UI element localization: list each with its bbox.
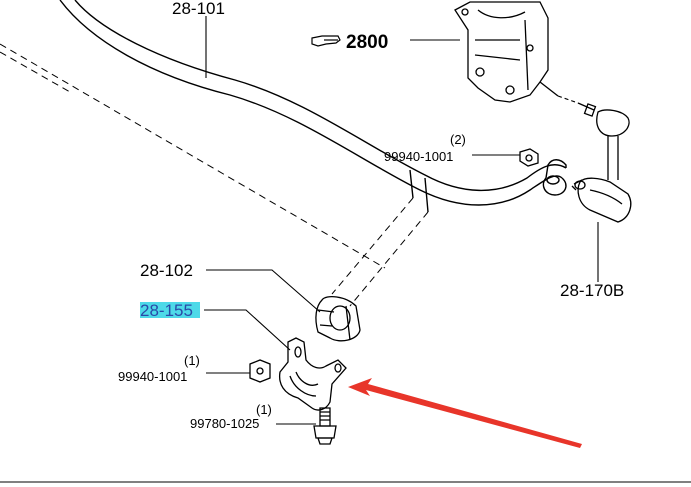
label-28-102: 28-102 [140, 261, 193, 280]
bushing-part [315, 295, 361, 342]
label-28-101: 28-101 [172, 0, 225, 18]
label-upper-nut-qty: (2) [450, 132, 466, 147]
dashed-guides [0, 43, 429, 307]
label-bolt: 99780-1025 [190, 416, 259, 431]
stabilizer-bar [59, 0, 567, 213]
bracket-part [278, 337, 347, 411]
label-lower-nut-qty: (1) [184, 353, 200, 368]
stabilizer-link [571, 102, 632, 223]
label-2800: 2800 [346, 32, 388, 53]
lower-nut [249, 359, 271, 383]
knuckle-part [454, 1, 559, 103]
leader-lines [204, 16, 599, 425]
red-arrow [348, 378, 582, 448]
label-28-170b: 28-170B [560, 281, 624, 300]
label-28-155: 28-155 [140, 301, 193, 320]
knuckle-link-dashed [557, 95, 579, 104]
bolt-part [313, 407, 337, 445]
upper-nut [519, 148, 539, 167]
label-upper-nut: 99940-1001 [384, 149, 453, 164]
label-bolt-qty: (1) [256, 402, 272, 417]
pointing-hand-icon [311, 35, 341, 47]
highlight-box [140, 302, 200, 318]
label-lower-nut: 99940-1001 [118, 369, 187, 384]
